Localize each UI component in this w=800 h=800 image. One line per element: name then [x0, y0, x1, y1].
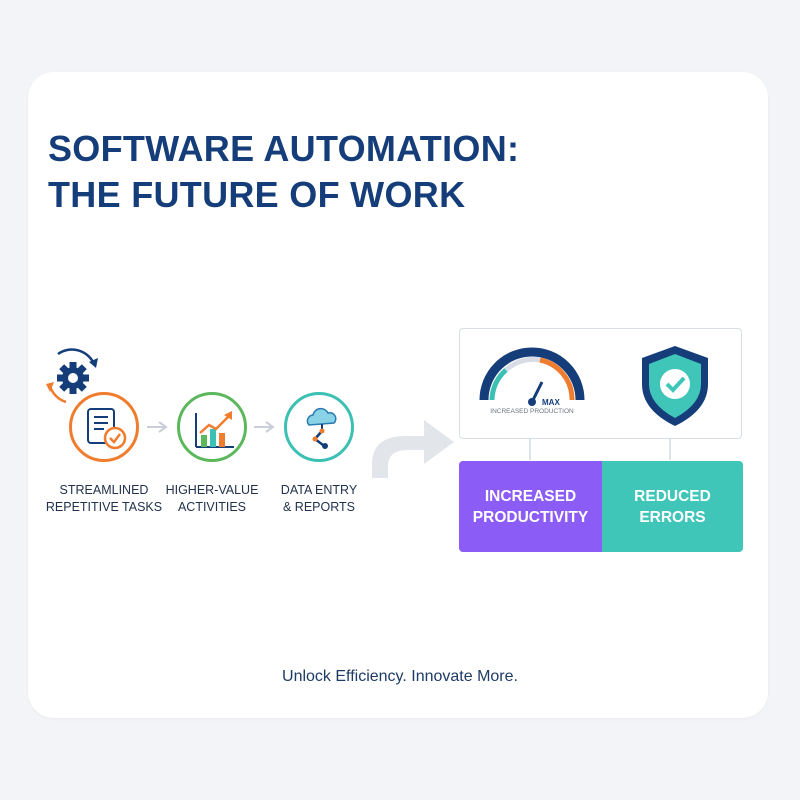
reduced-errors-box: REDUCED ERRORS [602, 461, 743, 552]
step-label-streamlined: STREAMLINED REPETITIVE TASKS [44, 482, 164, 516]
step-label-line: HIGHER-VALUE [165, 483, 259, 497]
tagline: Unlock Efficiency. Innovate More. [282, 668, 518, 685]
step-label-higher-value: HIGHER-VALUE ACTIVITIES [152, 482, 272, 516]
step-label-line: REPETITIVE TASKS [45, 500, 163, 514]
shield-check-icon [642, 346, 708, 426]
box-line: PRODUCTIVITY [472, 508, 589, 526]
document-check-icon [87, 408, 127, 450]
step-circle-data-entry [284, 392, 354, 462]
growth-chart-icon [195, 411, 234, 448]
box-line: REDUCED [634, 487, 711, 505]
box-line: ERRORS [639, 508, 706, 526]
increased-productivity-box: INCREASED PRODUCTIVITY [459, 461, 602, 552]
speedometer-icon: MAX INCREASED PRODUCTION [479, 347, 585, 415]
arrow-right-icon [254, 421, 275, 433]
step-circle-higher-value [177, 392, 247, 462]
step-label-data-entry: DATA ENTRY & REPORTS [259, 482, 379, 516]
gauge-caption: INCREASED PRODUCTION [490, 408, 574, 415]
step-circle-streamlined [69, 392, 139, 462]
gears-cycle-icon [46, 348, 98, 404]
step-label-line: STREAMLINED [59, 483, 149, 497]
cloud-robot-arm-icon [306, 407, 337, 449]
step-label-line: & REPORTS [282, 500, 355, 514]
gauge-max-label: MAX [542, 398, 560, 407]
step-label-line: DATA ENTRY [280, 483, 358, 497]
curved-arrow-icon [372, 420, 454, 478]
title-line-1: SOFTWARE AUTOMATION: [48, 128, 520, 169]
step-label-line: ACTIVITIES [177, 500, 247, 514]
box-line: INCREASED [484, 487, 577, 505]
page-title: SOFTWARE AUTOMATION: THE FUTURE OF WORK [48, 126, 519, 218]
title-line-2: THE FUTURE OF WORK [48, 174, 466, 215]
arrow-right-icon [147, 421, 168, 433]
connector-lines [529, 438, 671, 460]
